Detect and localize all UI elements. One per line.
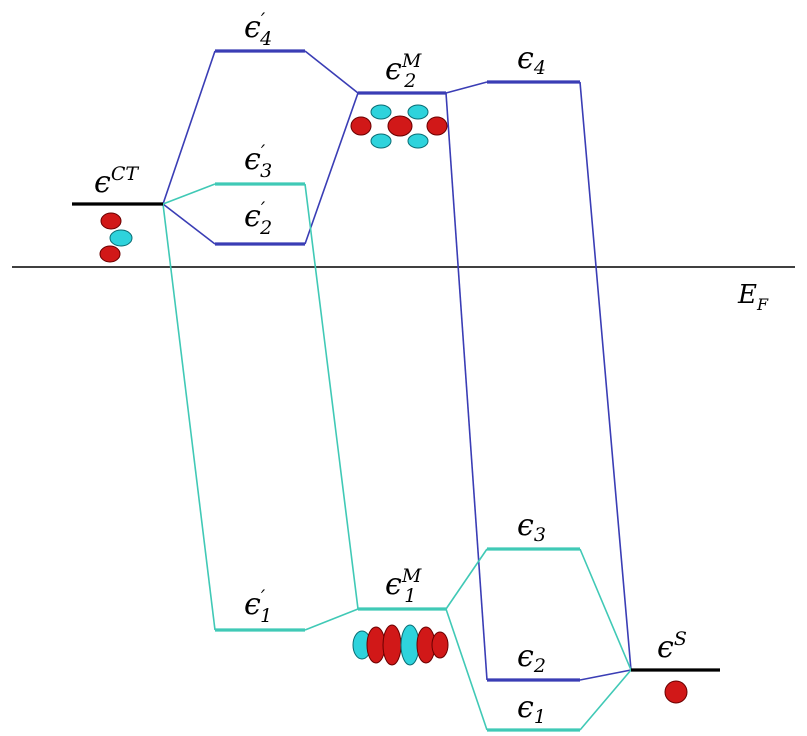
connector-e2M-e4 bbox=[445, 81, 488, 94]
orbital-e1M-lobe bbox=[382, 624, 402, 666]
blue-connectors bbox=[162, 50, 632, 681]
connector-e1M-e1 bbox=[445, 608, 488, 731]
orbital-eS bbox=[664, 680, 688, 704]
orbital-ct bbox=[99, 212, 133, 263]
connector-ct-e4p bbox=[162, 50, 216, 205]
connector-e2p-e2M bbox=[304, 92, 359, 245]
orbital-e1M-lobe bbox=[366, 626, 386, 664]
connector-e1-eS bbox=[579, 669, 632, 731]
connector-e2-eS bbox=[579, 669, 632, 681]
label-eS: ϵS bbox=[657, 628, 687, 665]
connector-e4p-e2M bbox=[304, 50, 359, 94]
label-eCT: ϵCT bbox=[94, 163, 139, 200]
orbital-ct-lobe-bottom bbox=[99, 245, 121, 263]
connector-e1p-e1M bbox=[304, 608, 359, 631]
label-e2-prime: ϵ′2 bbox=[244, 198, 272, 239]
orbital-e2M-lobe bbox=[387, 115, 413, 137]
orbital-e1M bbox=[352, 624, 449, 666]
label-e3: ϵ3 bbox=[517, 508, 546, 546]
connector-e2M-e2 bbox=[445, 92, 488, 681]
orbital-e2M-lobe bbox=[370, 133, 392, 149]
fermi-level-label: EF bbox=[737, 280, 769, 314]
label-e3-prime: ϵ′3 bbox=[244, 141, 272, 182]
connector-ct-e3p bbox=[162, 183, 216, 205]
orbital-eS-sphere bbox=[664, 680, 688, 704]
orbital-e2M-lobe bbox=[426, 116, 448, 136]
connector-e3p-e1M bbox=[304, 183, 359, 610]
label-e4: ϵ4 bbox=[517, 41, 546, 79]
orbital-ct-lobe-mid bbox=[109, 229, 133, 247]
cyan-connectors bbox=[162, 183, 632, 731]
orbital-ct-lobe-top bbox=[100, 212, 122, 230]
orbital-e2M-lobe bbox=[407, 133, 429, 149]
connector-e4-eS bbox=[579, 81, 632, 671]
connector-e1M-e3 bbox=[445, 548, 488, 610]
orbital-e1M-lobe bbox=[431, 631, 449, 659]
label-e2: ϵ2 bbox=[517, 639, 546, 677]
connector-ct-e2p bbox=[162, 203, 216, 245]
orbital-e1M-lobe bbox=[400, 624, 420, 666]
orbital-e2M bbox=[350, 104, 448, 149]
connector-e3-eS bbox=[579, 548, 632, 671]
orbital-e2M-lobe bbox=[350, 116, 372, 136]
connector-ct-e1p bbox=[162, 203, 216, 631]
orbital-e2M-lobe bbox=[407, 104, 429, 120]
label-e1: ϵ1 bbox=[517, 690, 546, 728]
energy-levels bbox=[72, 49, 720, 732]
label-e1-prime: ϵ′1 bbox=[244, 586, 272, 627]
orbital-e2M-lobe bbox=[370, 104, 392, 120]
label-e4-prime: ϵ′4 bbox=[244, 9, 272, 50]
